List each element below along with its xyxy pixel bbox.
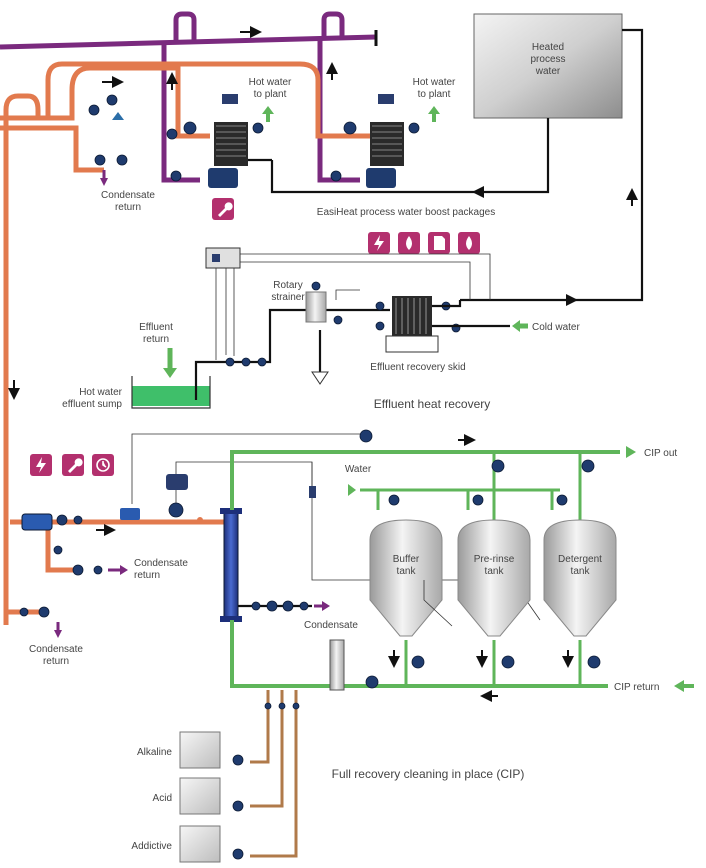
effluent-skid-label: Effluent recovery skid (370, 362, 465, 373)
cip-return-label: CIP return (614, 682, 659, 693)
process-water-title: EasiHeat process water boost packages (317, 207, 495, 218)
cip-badges (30, 454, 114, 476)
hot-water-sump-line1: Hot water (79, 387, 122, 398)
heat-exchanger-column (220, 508, 330, 622)
condensate-label: Condensate (304, 620, 358, 631)
condensate-return-top-line2: return (115, 202, 141, 213)
alkaline-label: Alkaline (137, 747, 172, 758)
hot-water-to-plant-2-line1: Hot water (413, 77, 456, 88)
cold-water-label: Cold water (532, 322, 580, 333)
effluent-badges (368, 232, 480, 254)
condensate-return-top-line1: Condensate (101, 190, 155, 201)
condensate-lines (0, 61, 370, 625)
wrench-icon (62, 454, 84, 476)
effluent-signal-lines (215, 253, 491, 360)
acid-container (179, 777, 244, 815)
acid-label: Acid (153, 793, 172, 804)
cip-steam-set (21, 474, 203, 576)
condensate-return-bottom-line2: return (43, 656, 69, 667)
prerinse-tank-line2: tank (485, 566, 505, 577)
water-label: Water (345, 464, 372, 475)
steam-trap-bottom (19, 606, 62, 638)
cip-title: Full recovery cleaning in place (CIP) (332, 767, 525, 781)
drop-icon (458, 232, 480, 254)
condensate-return-bottom-line1: Condensate (29, 644, 83, 655)
control-panel-effluent (205, 247, 241, 269)
lightning-icon (30, 454, 52, 476)
effluent-pipe (194, 308, 390, 400)
addictive-container (179, 825, 244, 863)
effluent-sump (131, 348, 211, 409)
rotary-strainer (305, 281, 343, 325)
clock-icon (92, 454, 114, 476)
buffer-tank-line1: Buffer (393, 554, 420, 565)
cip-loop (230, 429, 694, 702)
cip-out-label: CIP out (644, 448, 677, 459)
addictive-label: Addictive (131, 841, 172, 852)
hot-water-to-plant-2-line2: to plant (418, 89, 451, 100)
effluent-return-line1: Effluent (139, 322, 173, 333)
buffer-tank-line2: tank (397, 566, 417, 577)
effluent-title: Effluent heat recovery (374, 397, 491, 411)
easiheat-package-1 (166, 94, 274, 188)
condensate-return-mid-line1: Condensate (134, 558, 188, 569)
detergent-tank-line1: Detergent (558, 554, 602, 565)
effluent-return-line2: return (143, 334, 169, 345)
alkaline-container (179, 731, 244, 769)
hot-water-to-plant-1-line1: Hot water (249, 77, 292, 88)
heated-tank-label-1: Heated (532, 42, 564, 53)
detergent-tank-line2: tank (571, 566, 591, 577)
rotary-strainer-line2: strainer (271, 292, 305, 303)
chemical-lines (250, 690, 300, 858)
prerinse-tank (457, 519, 531, 637)
easiheat-package-2 (330, 94, 440, 188)
detergent-tank (543, 519, 617, 637)
hot-water-to-plant-1-line2: to plant (254, 89, 287, 100)
buffer-tank (369, 519, 443, 637)
document-icon (428, 232, 450, 254)
rotary-strainer-line1: Rotary (273, 280, 302, 291)
heated-water-tank: Heated process water (473, 13, 623, 119)
steam-trap-top (88, 94, 128, 186)
hot-water-sump-line2: effluent sump (62, 399, 122, 410)
prerinse-tank-line1: Pre-rinse (474, 554, 515, 565)
heated-tank-label-3: water (535, 66, 561, 77)
drop-icon (398, 232, 420, 254)
lightning-icon (368, 232, 390, 254)
condensate-return-mid-line2: return (134, 570, 160, 581)
effluent-recovery-skid (375, 296, 528, 353)
wrench-icon (212, 198, 234, 220)
heated-tank-label-2: process (530, 54, 565, 65)
